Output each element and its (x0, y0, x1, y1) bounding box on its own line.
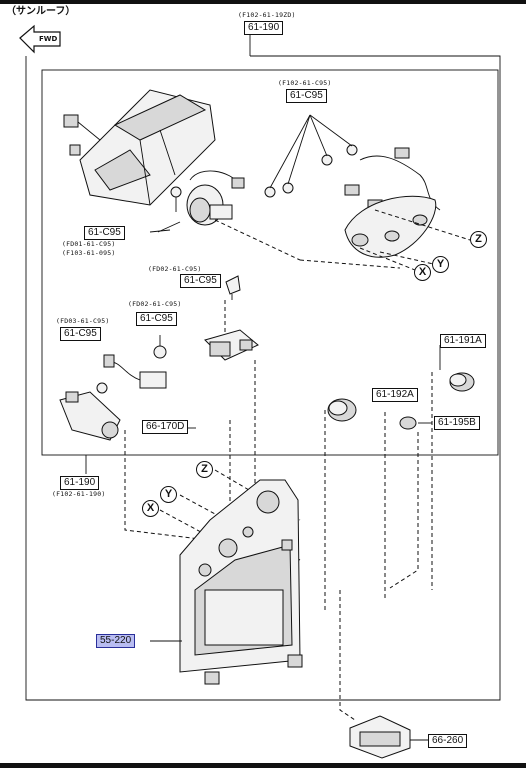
switch-66-260 (349, 715, 428, 759)
part-code-c95-top: (F102-61-C95) (278, 79, 332, 87)
part-ref-c95-mid[interactable]: 61-C95 (180, 274, 221, 288)
bezel-panel (150, 479, 303, 685)
part-code-top: (F102-61-19ZD) (238, 11, 296, 19)
part-ref-c95-left[interactable]: 61-C95 (84, 226, 125, 240)
left-harness (59, 335, 167, 441)
sunroof-bracket (63, 89, 216, 212)
part-ref-c95-top[interactable]: 61-C95 (286, 89, 327, 103)
knob-195b (399, 416, 417, 430)
part-code-c95-mid: (FD02-61-C95) (148, 265, 202, 273)
callout-x-lower: X (142, 500, 159, 517)
header-bar (0, 0, 526, 4)
fwd-arrow-icon (19, 24, 61, 54)
knob-assembly (149, 170, 245, 233)
part-ref-61-191a[interactable]: 61-191A (440, 334, 486, 348)
part-ref-61-195b[interactable]: 61-195B (434, 416, 480, 430)
outer-frame (25, 55, 501, 701)
part-code-bottom: (F102-61-190) (52, 490, 106, 498)
part-ref-c95-low[interactable]: 61-C95 (60, 327, 101, 341)
part-ref-61-190-top[interactable]: 61-190 (244, 21, 284, 35)
connector-mid (225, 275, 241, 300)
switch-module (204, 300, 259, 560)
part-code-c95-mid2: (FD02-61-C95) (128, 300, 182, 308)
callout-x-upper: X (414, 264, 431, 281)
part-code-c95-alt1: (FD01-61-C95) (62, 240, 116, 248)
part-code-c95-low: (FD03-61-C95) (56, 317, 110, 325)
part-ref-66-260[interactable]: 66-260 (428, 734, 468, 748)
footer-bar (0, 763, 526, 768)
part-ref-61-192a[interactable]: 61-192A (372, 388, 418, 402)
knob-191a (449, 372, 475, 392)
harness-right (264, 114, 441, 258)
diagram-title: （サンルーフ） (6, 6, 76, 17)
part-ref-55-220[interactable]: 55-220 (96, 634, 136, 648)
callout-z-upper: Z (470, 231, 487, 248)
inner-frame (41, 69, 499, 456)
knob-192a (327, 398, 357, 422)
callout-z-lower: Z (196, 461, 213, 478)
part-ref-61-190-bottom[interactable]: 61-190 (60, 476, 100, 490)
part-code-c95-alt2: (F103-61-095) (62, 249, 116, 257)
callout-y-lower: Y (160, 486, 177, 503)
part-ref-66-170d[interactable]: 66-170D (142, 420, 189, 434)
callout-y-upper: Y (432, 256, 449, 273)
part-ref-c95-mid2[interactable]: 61-C95 (136, 312, 177, 326)
fwd-label: FWD (39, 35, 58, 43)
